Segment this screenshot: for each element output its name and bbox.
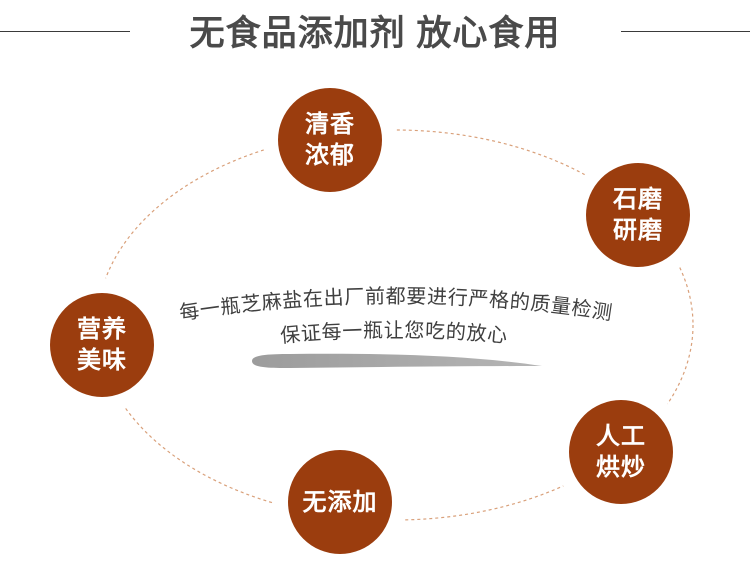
feature-badge-nutritious-tasty: 营养 美味 <box>50 293 154 397</box>
brush-stroke-underline <box>252 353 542 368</box>
page-title: 无食品添加剂 放心食用 <box>189 14 561 53</box>
feature-badge-label: 研磨 <box>613 217 663 244</box>
quality-statement-line-2: 保证每一瓶让您吃的放心 <box>279 319 509 348</box>
feature-badge-rich-aroma: 清香 浓郁 <box>278 88 382 192</box>
feature-badge-label: 清香 <box>305 111 355 138</box>
feature-badge-label: 烘炒 <box>596 454 646 481</box>
feature-badge-label: 无添加 <box>302 488 378 516</box>
quality-statement-line-1-text: 每一瓶芝麻盐在出厂前都要进行严格的质量检测 <box>178 285 614 325</box>
title-rule-right <box>621 31 750 32</box>
feature-badge-no-additives: 无添加 <box>288 450 392 554</box>
feature-badge-stone-ground: 石磨 研磨 <box>586 163 690 267</box>
quality-statement-line-2-text: 保证每一瓶让您吃的放心 <box>279 319 508 348</box>
feature-badge-label: 美味 <box>77 347 127 374</box>
quality-statement-line-1: 每一瓶芝麻盐在出厂前都要进行严格的质量检测 <box>178 285 614 325</box>
feature-badge-label: 浓郁 <box>305 142 355 169</box>
feature-badge-label: 营养 <box>77 316 127 343</box>
feature-badge-hand-roasted: 人工 烘炒 <box>569 400 673 504</box>
feature-badge-label: 石磨 <box>613 186 663 213</box>
feature-badge-label: 人工 <box>596 423 646 450</box>
title-rule-left <box>0 31 130 32</box>
